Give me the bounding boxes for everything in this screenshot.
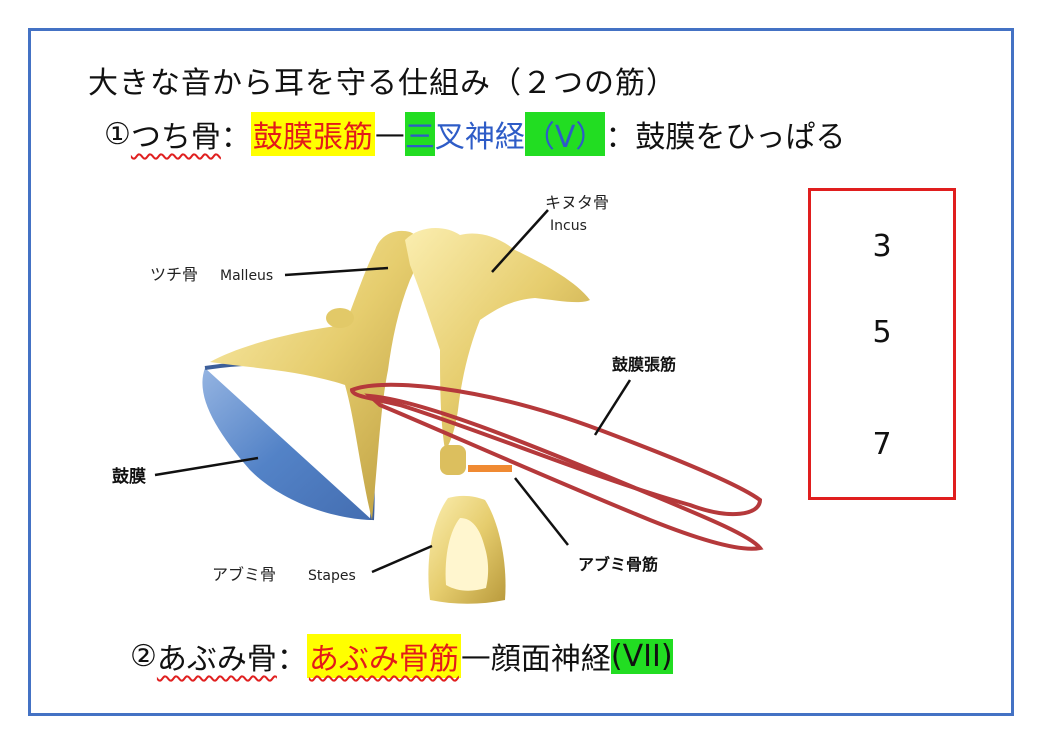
colon: ：	[276, 642, 307, 677]
incus-label-jp: キヌタ骨	[545, 193, 609, 212]
tensor-tympani-muscle	[349, 382, 764, 551]
number-7: 7	[872, 427, 892, 462]
stapes-bone-text: あぶみ骨	[156, 642, 277, 677]
stapedius-highlight: あぶみ骨筋	[306, 634, 461, 678]
malleus-line: ① つち骨 ： 鼓膜張筋 — 三 叉神経 （V） ：鼓膜をひっぱる	[104, 112, 845, 156]
stapes-line: ② あぶみ骨 ： あぶみ骨筋 — 顔面神経 (VII)	[130, 634, 673, 678]
malleus-label-en: Malleus	[220, 268, 273, 284]
trigeminal-nerve: 叉神経	[434, 120, 525, 155]
number-5: 5	[872, 315, 892, 350]
colon: ：	[220, 120, 251, 155]
trigeminal-code: （V）	[524, 112, 606, 156]
malleus-label-jp: ツチ骨	[150, 265, 198, 284]
trigeminal-hl: 三	[404, 112, 435, 156]
leader-lines	[154, 209, 632, 574]
stapedius-muscle	[468, 465, 512, 472]
slide-title: 大きな音から耳を守る仕組み（２つの筋）	[88, 66, 677, 101]
tensor-label: 鼓膜張筋	[612, 355, 676, 374]
number-3: 3	[872, 229, 892, 264]
stapes-label-jp: アブミ骨	[212, 565, 276, 584]
number-box: 3 5 7	[808, 188, 956, 500]
tensor-tympani-highlight: 鼓膜張筋	[250, 112, 375, 156]
slide-frame	[28, 28, 1014, 716]
circled-two: ②	[130, 638, 157, 674]
malleus-bone-text: つち骨	[130, 120, 221, 155]
stapedius-label: アブミ骨筋	[578, 555, 658, 574]
stapes-bone	[428, 445, 506, 604]
incus-label-en: Incus	[550, 218, 587, 234]
dash: —	[460, 638, 491, 674]
tensor-action: ：鼓膜をひっぱる	[605, 120, 846, 155]
dash: —	[374, 116, 405, 152]
circled-one: ①	[104, 116, 131, 152]
facial-nerve: 顔面神経	[490, 642, 611, 677]
incus-bone	[405, 228, 590, 450]
stapes-label-en: Stapes	[308, 568, 356, 584]
facial-nerve-code: (VII)	[610, 638, 673, 674]
malleus-bone	[210, 230, 420, 520]
eardrum-label: 鼓膜	[112, 466, 146, 487]
